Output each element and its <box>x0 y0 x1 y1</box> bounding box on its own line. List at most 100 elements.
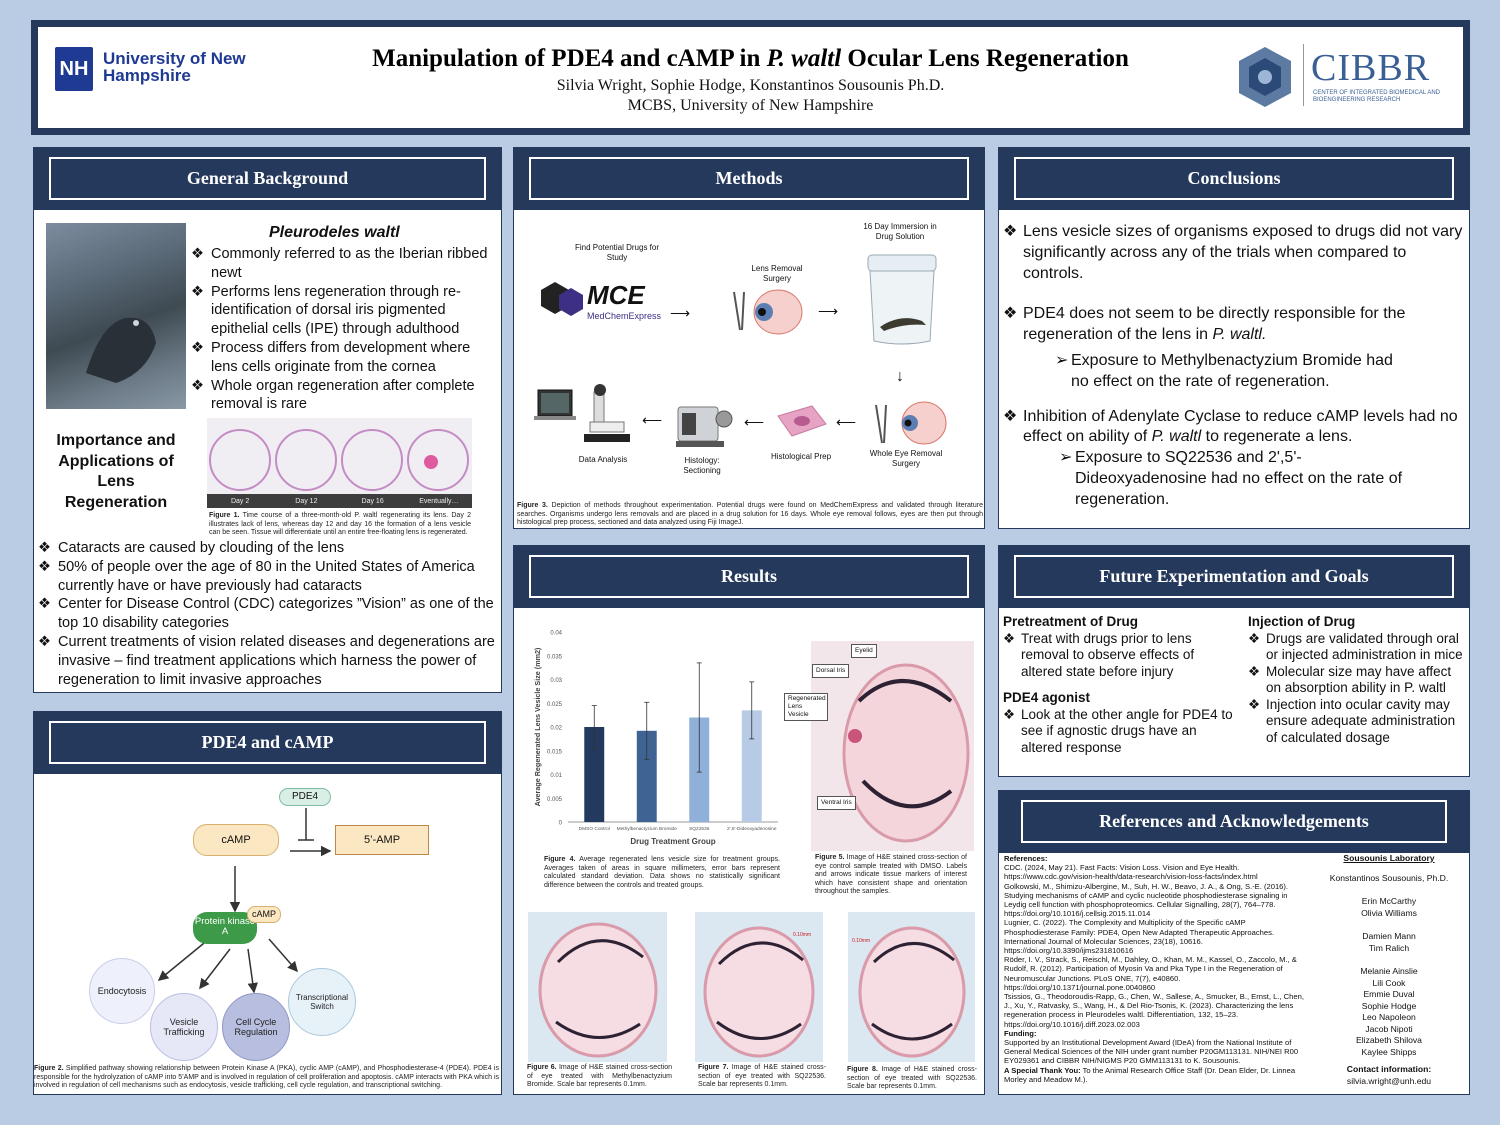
eye-surgery-icon <box>733 289 803 335</box>
camp-node: cAMP <box>193 824 279 856</box>
reference-item: Röder, I. V., Strack, S., Reischl, M., D… <box>1004 955 1297 992</box>
section-heading: Future Experimentation and Goals <box>1014 555 1454 598</box>
y-tick-label: 0.03 <box>550 678 562 684</box>
section-heading: Methods <box>529 157 969 200</box>
svg-text:0.10mm: 0.10mm <box>852 938 870 944</box>
figure-6-histology <box>528 912 667 1062</box>
section-heading: References and Acknowledgements <box>1021 800 1447 843</box>
agonist-text: Look at the other angle for PDE4 to see … <box>1003 707 1235 757</box>
fig5-label-eyelid: Eyelid <box>851 644 877 658</box>
fig1-label: Day 2 <box>230 498 250 505</box>
vesicle-trafficking-node: Vesicle Trafficking <box>150 993 218 1061</box>
reference-item: Lugnier, C. (2022). The Complexity and M… <box>1004 918 1275 956</box>
lab-member: Olivia Williams <box>1361 907 1417 918</box>
bar <box>741 710 762 822</box>
contact-title: Contact information: <box>1346 1064 1432 1074</box>
y-axis-title: Average Regenerated Lens Vesicle Size (m… <box>533 647 542 806</box>
y-tick-label: 0.015 <box>547 749 563 755</box>
arrow-left-icon: ⟵ <box>744 414 765 430</box>
arrow-down-icon: ↓ <box>896 368 904 385</box>
eye-section-image: 0.10mm <box>852 926 966 1058</box>
cibbr-subtitle: CENTER OF INTEGRATED BIOMEDICAL AND BIOE… <box>1313 90 1441 103</box>
x-tick-label: 2',5'-Dideoxyadenosine <box>727 826 777 832</box>
fig1-label: Day 12 <box>295 498 318 505</box>
endocytosis-node: Endocytosis <box>89 958 155 1024</box>
section-heading: General Background <box>49 157 486 200</box>
funding-title: Funding: <box>1004 1028 1037 1038</box>
method-step-sectioning: Histology: Sectioning <box>683 456 721 475</box>
injection-item: Injection into ocular cavity may ensure … <box>1248 697 1466 747</box>
general-background-panel: General Background Pleurodeles waltl Com… <box>33 147 502 693</box>
lab-member: Elizabeth Shilova <box>1356 1035 1422 1045</box>
amp-node: 5’-AMP <box>335 825 429 855</box>
lab-member: Leo Napoleon <box>1362 1012 1416 1022</box>
reference-item: CDC. (2024, May 21). Fast Facts: Vision … <box>1004 863 1258 882</box>
lab-member: Damien Mann <box>1362 931 1416 941</box>
bar <box>584 727 605 822</box>
funding-text: Supported by an Institutional Developmen… <box>1004 1038 1299 1066</box>
method-step-immersion: 16 Day Immersion in Drug Solution <box>863 222 937 241</box>
bullet: Performs lens regeneration through re-id… <box>191 283 496 339</box>
future-left-column: Pretreatment of Drug Treat with drugs pr… <box>1003 614 1235 756</box>
section-heading: Results <box>529 555 969 598</box>
contact-email[interactable]: silvia.wright@unh.edu <box>1346 1075 1432 1086</box>
eye-section-image <box>538 922 658 1058</box>
newt-icon <box>86 317 156 383</box>
bullet: 50% of people over the age of 80 in the … <box>38 558 500 596</box>
conclusion-2-sub: Exposure to Methylbenactyzium Bromide ha… <box>1055 351 1395 393</box>
figure-5-caption: Figure 5. Image of H&E stained cross-sec… <box>815 854 967 895</box>
affiliation: MCBS, University of New Hampshire <box>627 97 874 114</box>
lab-title: Sousounis Laboratory <box>1343 853 1435 863</box>
method-step-find: Find Potential Drugs for Study <box>574 243 660 262</box>
x-axis-title: Drug Treatment Group <box>630 837 715 846</box>
arrow-left-icon: ⟵ <box>642 412 663 428</box>
lab-member: Konstantinos Sousounis, Ph.D. <box>1329 872 1449 883</box>
lab-member: Tim Ralich <box>1368 942 1410 953</box>
figure-7-histology: 0.10mm <box>695 912 823 1062</box>
importance-bullets: Cataracts are caused by clouding of the … <box>38 539 500 689</box>
lens-size-bar-chart: 00.0050.010.0150.020.0250.030.0350.04DMS… <box>533 631 778 846</box>
y-tick-label: 0.035 <box>547 654 563 660</box>
bullet: Cataracts are caused by clouding of the … <box>38 539 500 558</box>
species-bullets: Commonly referred to as the Iberian ribb… <box>191 245 496 414</box>
injection-item: Molecular size may have affect on absorp… <box>1248 664 1466 697</box>
conclusion-2: PDE4 does not seem to be directly respon… <box>1003 304 1467 346</box>
method-step-analysis: Data Analysis <box>578 455 628 464</box>
svg-text:0.10mm: 0.10mm <box>793 932 811 938</box>
pka-node: Protein kinase A <box>193 912 257 944</box>
unh-logo: NH University of New Hampshire <box>55 45 255 95</box>
figure-5-histology <box>811 641 974 851</box>
lens-section-images <box>207 429 472 508</box>
unh-monogram-icon: NH <box>55 47 93 91</box>
cibbr-wordmark: CIBBR <box>1311 47 1431 89</box>
bullet: Whole organ regeneration after complete … <box>191 377 496 415</box>
figure-2-caption: Figure 2. Simplified pathway showing rel… <box>34 1065 499 1089</box>
poster-title: Manipulation of PDE4 and cAMP in P. walt… <box>372 45 1129 72</box>
fig1-label: Day 16 <box>361 498 384 505</box>
pretreatment-title: Pretreatment of Drug <box>1003 614 1139 629</box>
cibbr-network-icon <box>1239 47 1291 107</box>
pretreatment-text: Treat with drugs prior to lens removal t… <box>1003 631 1235 681</box>
conclusions-list: Lens vesicle sizes of organisms exposed … <box>1003 222 1467 511</box>
bullet: Current treatments of vision related dis… <box>38 633 500 689</box>
injection-item: Drugs are validated through oral or inje… <box>1248 631 1466 664</box>
x-tick-label: Methylbenactyzium Bromide <box>617 826 678 832</box>
bar <box>636 730 657 822</box>
bullet: Center for Disease Control (CDC) categor… <box>38 595 500 633</box>
reference-item: Golkowski, M., Shimizu-Albergine, M., Su… <box>1004 881 1289 919</box>
conclusion-3: Inhibition of Adenylate Cyclase to reduc… <box>1003 407 1467 449</box>
eye-section-image: 0.10mm <box>703 926 815 1058</box>
laptop-microscope-icon <box>534 384 630 442</box>
arrow-right-icon: ⟶ <box>818 303 839 319</box>
y-tick-label: 0 <box>559 821 563 827</box>
lab-member: Emmie Duval <box>1363 989 1415 999</box>
agonist-title: PDE4 agonist <box>1003 690 1091 705</box>
cell-cycle-node: Cell Cycle Regulation <box>222 993 290 1061</box>
authors: Silvia Wright, Sophie Hodge, Konstantino… <box>556 77 945 94</box>
fig1-label: Eventually… <box>419 498 459 505</box>
lab-member: Melanie Ainslie <box>1360 966 1418 976</box>
transcriptional-switch-node: Transcriptional Switch <box>288 968 356 1036</box>
conclusion-3-sub: Exposure to SQ22536 and 2',5'-Dideoxyade… <box>1059 448 1409 510</box>
references-list: References: CDC. (2024, May 21). Fast Fa… <box>1004 854 1304 1084</box>
lab-member: Lili Cook <box>1372 977 1406 988</box>
